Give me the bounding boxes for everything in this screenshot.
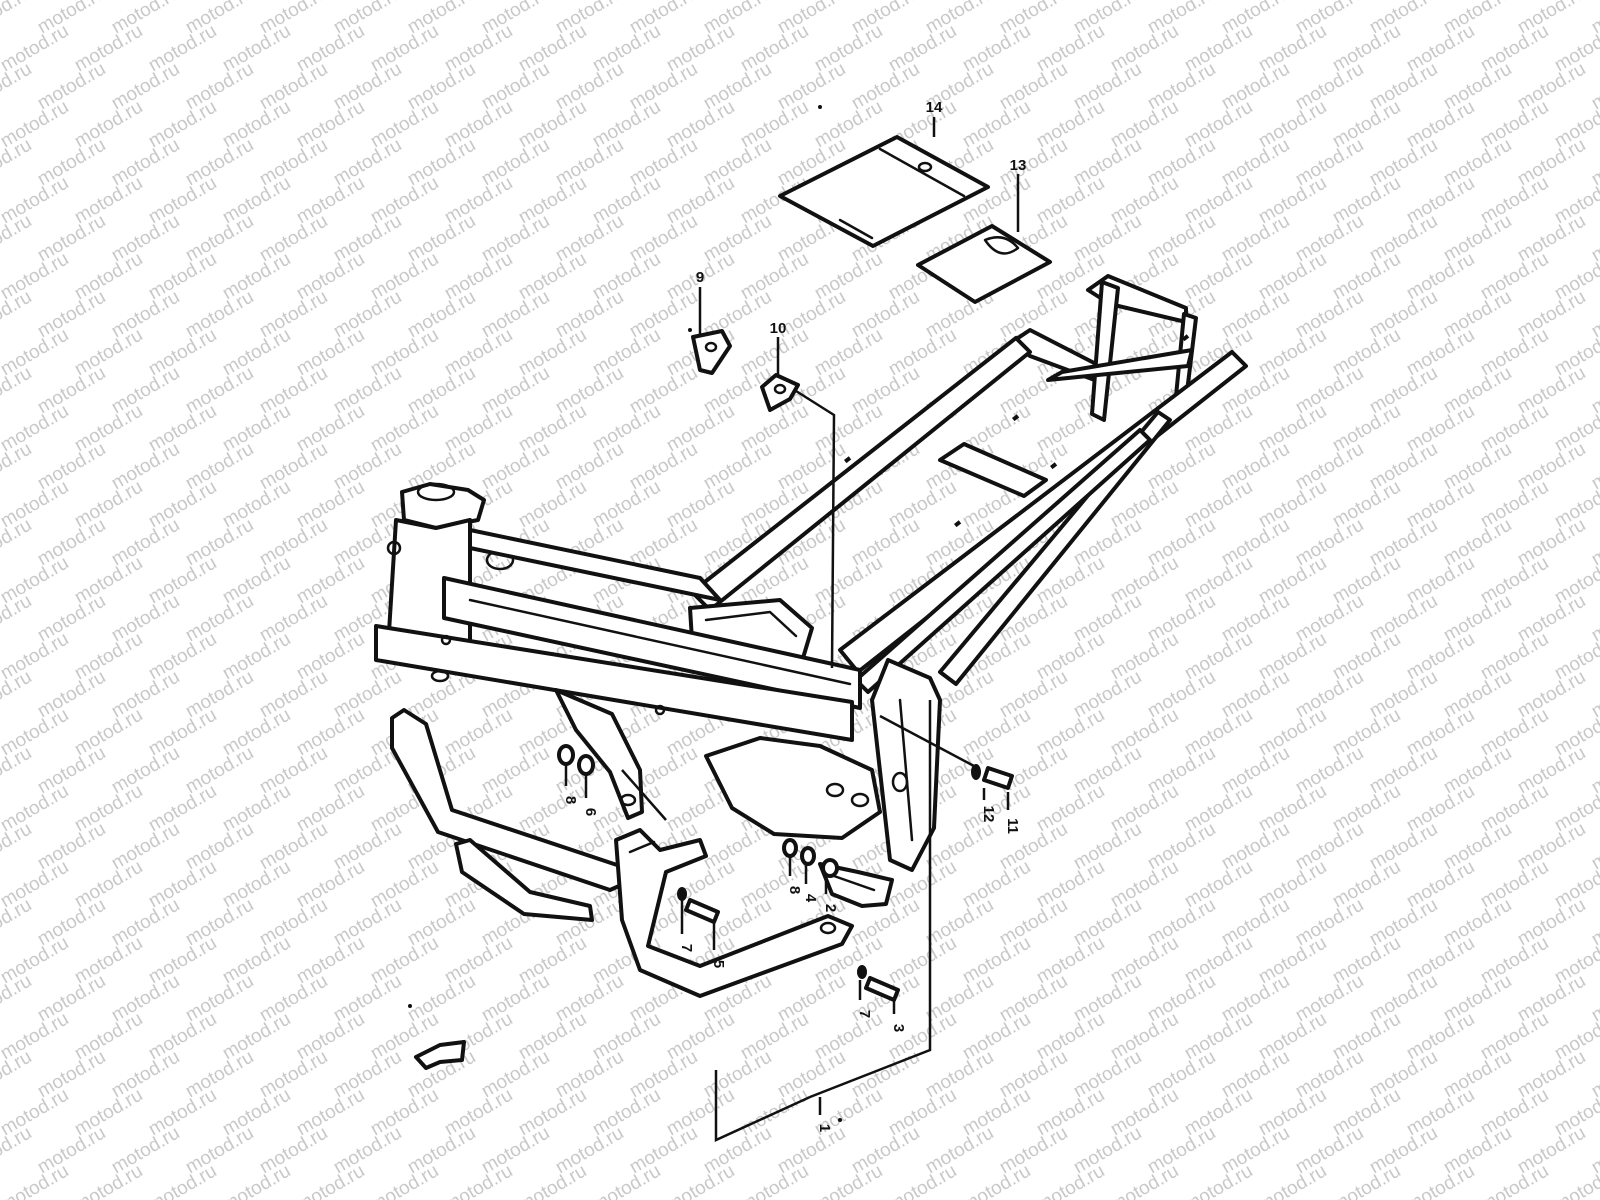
callout-14: 14	[926, 99, 943, 116]
leader-lines	[564, 117, 1020, 1142]
callout-1: 1	[816, 1124, 833, 1132]
callout-7-left: 7	[678, 944, 695, 952]
callout-9: 9	[696, 269, 704, 286]
callout-5: 5	[710, 960, 727, 968]
part-10-bracket	[760, 373, 800, 412]
part-13-pad	[916, 224, 1052, 304]
part-1-frame	[374, 274, 1248, 998]
fasteners	[408, 105, 1014, 1122]
callout-11: 11	[1004, 818, 1021, 834]
callout-4: 4	[802, 894, 819, 903]
callout-8-lower: 8	[786, 886, 803, 894]
callout-8-upper: 8	[562, 796, 579, 804]
forward-arrow-icon	[414, 1040, 466, 1070]
callout-10: 10	[770, 320, 787, 337]
callout-6: 6	[582, 808, 599, 816]
callout-13: 13	[1010, 157, 1027, 174]
part-14-plate	[778, 135, 990, 248]
callout-3: 3	[890, 1024, 907, 1032]
callout-labels: 14 13 9 10 8 6 12 11 8 4 2 7 5 7 3 1	[562, 99, 1026, 1132]
callout-2: 2	[822, 904, 839, 912]
callout-12: 12	[980, 806, 997, 823]
callout-7-right: 7	[856, 1010, 873, 1018]
part-9-bracket	[691, 329, 732, 375]
